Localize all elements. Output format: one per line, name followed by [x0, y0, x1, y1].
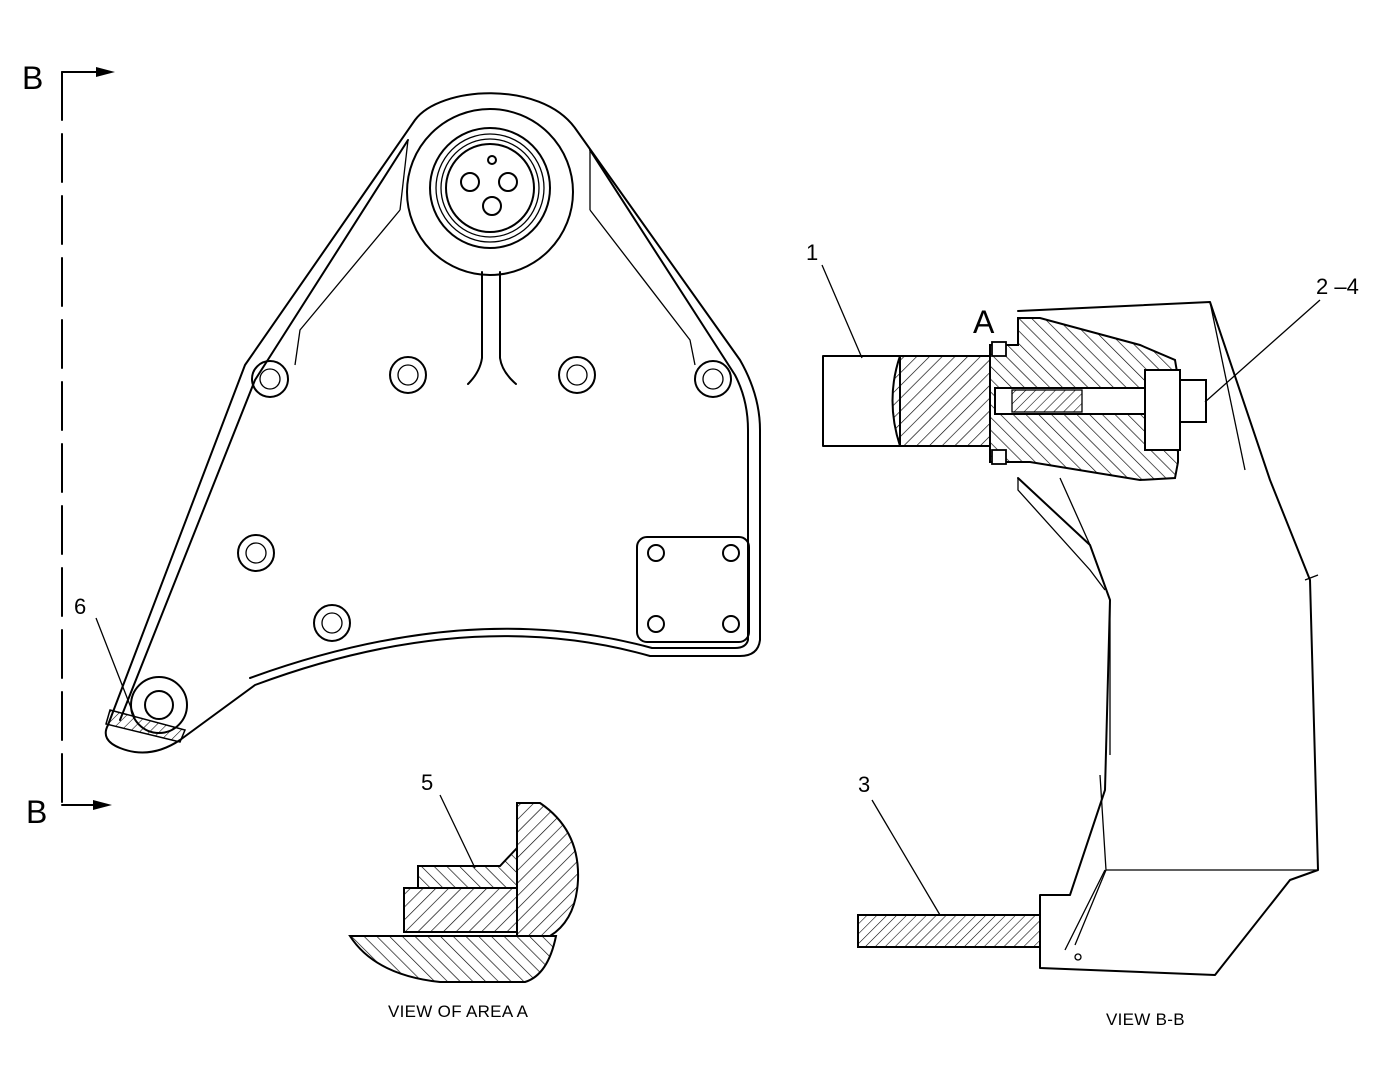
callout-5: 5	[421, 770, 433, 795]
leader-2-4	[1204, 299, 1321, 403]
section-label-top: B	[22, 60, 43, 96]
section-label-bottom: B	[26, 794, 47, 830]
leader-6	[95, 617, 136, 719]
section-view-b-b	[822, 301, 1319, 976]
caption-view-area-a: VIEW OF AREA A	[388, 1002, 529, 1021]
callout-3: 3	[858, 772, 870, 797]
callout-1: 1	[806, 240, 818, 265]
leader-3	[871, 799, 941, 916]
leader-1	[821, 264, 863, 359]
bracket-front-view	[104, 92, 761, 754]
detail-area-a	[348, 802, 580, 983]
caption-view-b-b: VIEW B-B	[1106, 1010, 1185, 1029]
section-line-b-b	[61, 67, 115, 810]
leader-5	[439, 794, 476, 869]
callout-2-4: 2 –4	[1316, 274, 1359, 299]
callout-6: 6	[74, 594, 86, 619]
area-a-label: A	[973, 304, 995, 340]
